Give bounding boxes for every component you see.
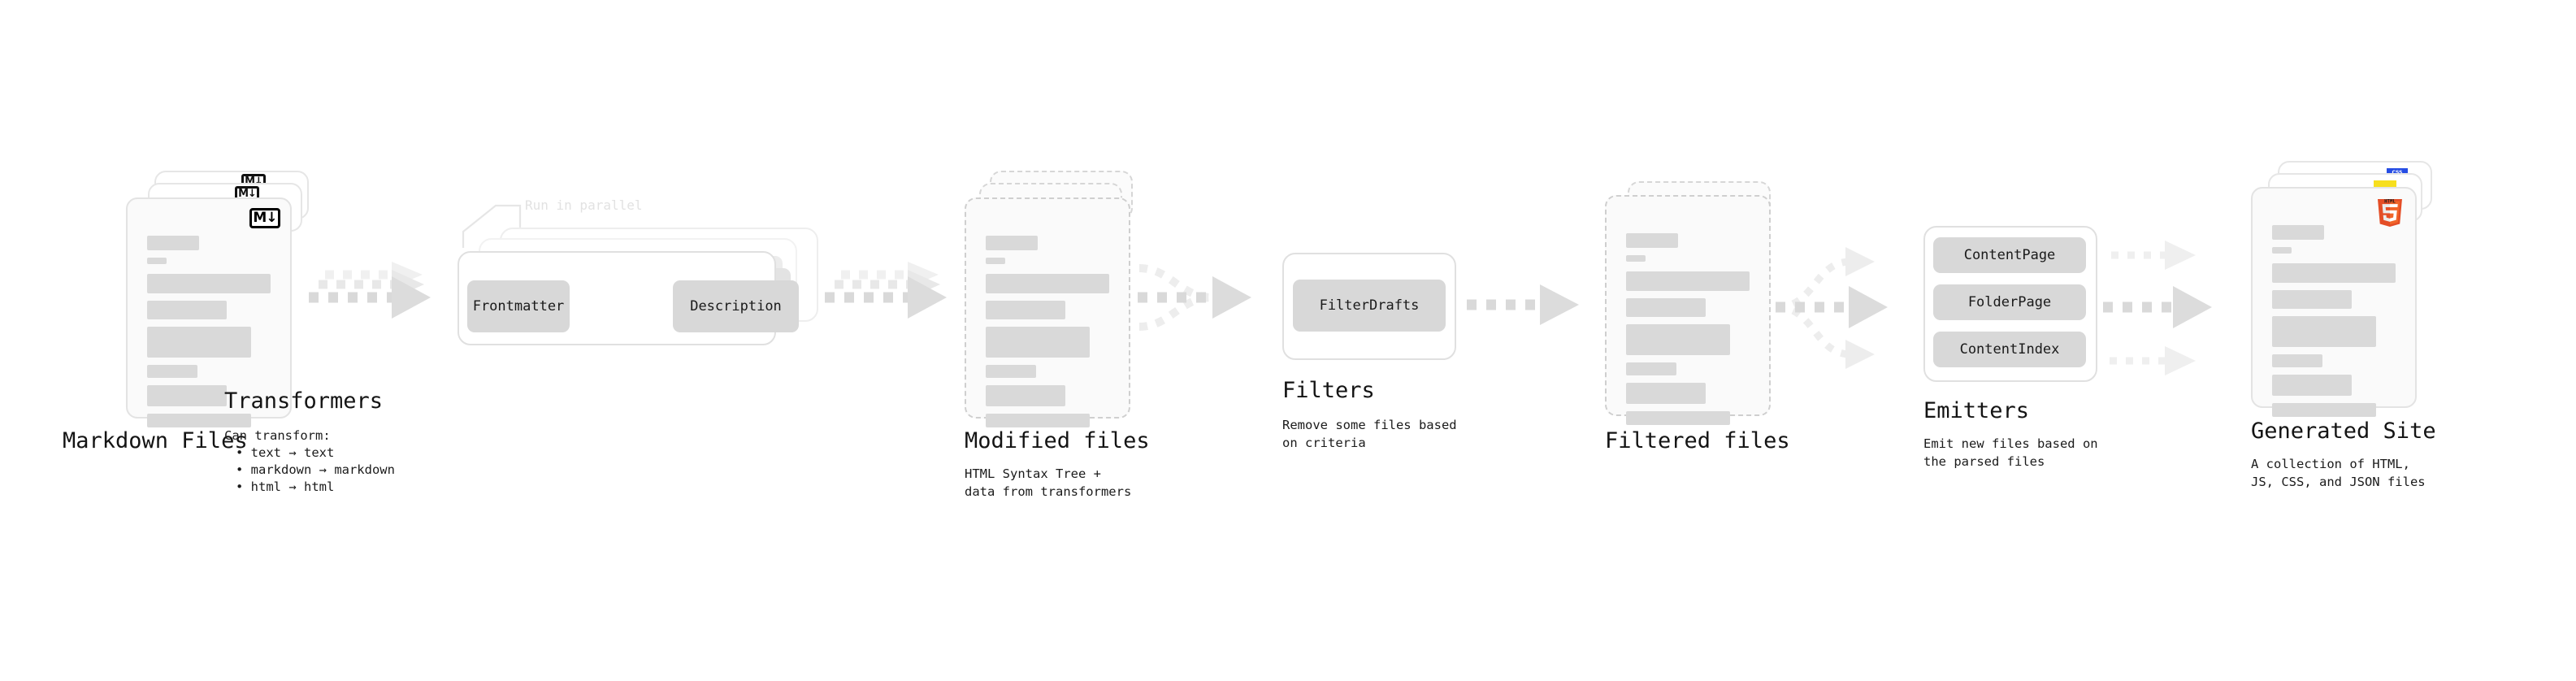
modified-file-skeleton [986, 236, 1109, 435]
markdown-file-skeleton [147, 236, 271, 435]
skeleton-bar [1626, 362, 1676, 375]
svg-text:HTML: HTML [2384, 199, 2396, 204]
skeleton-bar [986, 301, 1065, 319]
emitter-pill-folderpage[interactable]: FolderPage [1933, 284, 2086, 320]
skeleton-bar [2272, 263, 2396, 283]
stage-title-filtered-files: Filtered files [1605, 428, 1790, 453]
skeleton-bar [147, 414, 251, 427]
connector-filtered-to-emitters [1776, 247, 1888, 369]
filtered-file-skeleton [1626, 233, 1750, 432]
skeleton-bar [147, 327, 251, 358]
modified-files-subtitle: HTML Syntax Tree + data from transformer… [965, 466, 1132, 499]
stage-title-modified-files: Modified files [965, 428, 1150, 453]
transformer-pill-frontmatter[interactable]: Frontmatter [467, 280, 570, 332]
transformer-pill-description[interactable]: Description [673, 280, 799, 332]
skeleton-bar [1626, 271, 1750, 291]
skeleton-bar [2272, 290, 2352, 309]
skeleton-bar [986, 236, 1038, 250]
filter-pill-filterdrafts[interactable]: FilterDrafts [1293, 280, 1446, 332]
skeleton-bar [2272, 403, 2376, 417]
emitter-pill-contentindex[interactable]: ContentIndex [1933, 332, 2086, 367]
stage-title-filters: Filters [1282, 378, 1375, 403]
skeleton-bar [986, 327, 1090, 358]
transformers-subtitle: Can transform: [224, 428, 331, 443]
markdown-file-card: M↓ [126, 197, 292, 427]
skeleton-bar [1626, 324, 1730, 355]
connector-markdown-to-transformers [309, 262, 431, 319]
filtered-file-card [1605, 195, 1771, 425]
site-file-skeleton [2272, 225, 2396, 424]
skeleton-bar [986, 274, 1109, 293]
transformers-bullet-0: • text → text [236, 445, 335, 460]
stage-title-transformers: Transformers [224, 388, 384, 414]
skeleton-bar [2272, 225, 2324, 240]
skeleton-bar [1626, 255, 1646, 262]
skeleton-bar [2272, 354, 2322, 367]
html5-icon: HTML [2377, 199, 2402, 227]
modified-file-card [965, 197, 1130, 427]
site-file-card: HTML [2251, 187, 2417, 417]
generated-site-subtitle: A collection of HTML, JS, CSS, and JSON … [2251, 457, 2426, 489]
markdown-icon: M↓ [249, 208, 280, 228]
stage-title-generated-site: Generated Site [2251, 419, 2436, 444]
transformers-bullet-2: • html → html [236, 479, 335, 494]
emitters-subtitle: Emit new files based on the parsed files [1923, 436, 2098, 469]
run-in-parallel-bracket [462, 204, 522, 248]
skeleton-bar [147, 274, 271, 293]
css-icon: CSS [2387, 168, 2408, 177]
skeleton-bar [147, 385, 227, 406]
filters-subtitle: Remove some files based on criteria [1282, 418, 1457, 450]
skeleton-bar [147, 365, 197, 378]
run-in-parallel-label: Run in parallel [525, 197, 643, 213]
skeleton-bar [2272, 247, 2292, 254]
skeleton-bar [147, 258, 167, 264]
skeleton-bar [147, 301, 227, 319]
skeleton-bar [986, 365, 1036, 378]
transformers-bullet-1: • markdown → markdown [236, 462, 395, 477]
skeleton-bar [986, 258, 1005, 264]
skeleton-bar [1626, 383, 1706, 404]
connector-modified-to-filters [1138, 264, 1251, 331]
connector-filters-to-filtered [1467, 284, 1579, 325]
skeleton-bar [147, 236, 199, 250]
skeleton-bar [1626, 411, 1730, 425]
skeleton-bar [1626, 298, 1706, 317]
stage-title-emitters: Emitters [1923, 398, 2030, 423]
emitter-pill-contentpage[interactable]: ContentPage [1933, 237, 2086, 273]
skeleton-bar [1626, 233, 1678, 248]
skeleton-bar [986, 414, 1090, 427]
connector-emitters-to-site [2103, 241, 2212, 375]
stage-title-markdown-files: Markdown Files [63, 428, 248, 453]
skeleton-bar [2272, 316, 2376, 347]
skeleton-bar [986, 385, 1065, 406]
connector-transformers-to-modified [825, 262, 947, 319]
skeleton-bar [2272, 375, 2352, 396]
